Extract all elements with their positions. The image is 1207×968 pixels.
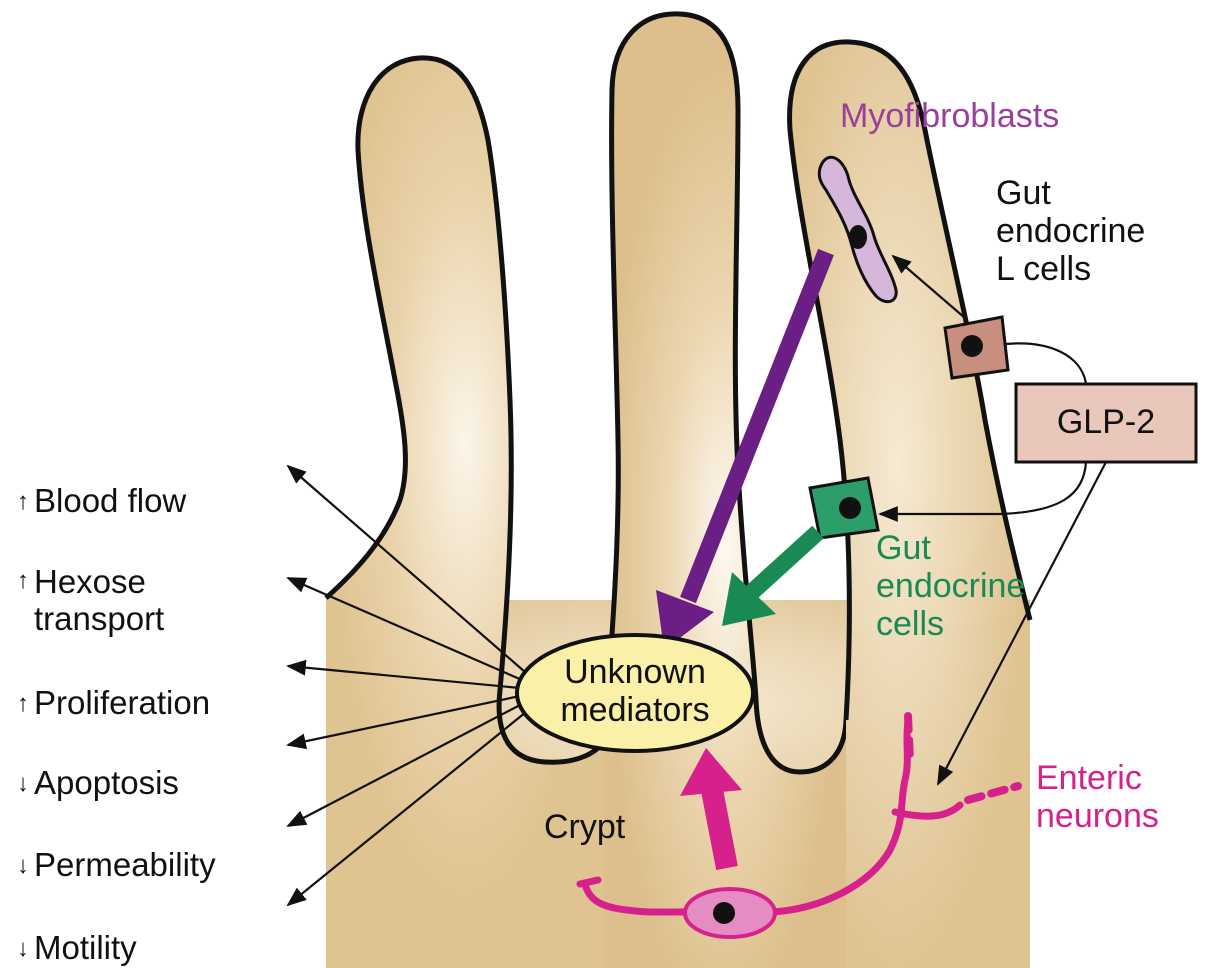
outcome-motility: ↓Motility	[14, 893, 137, 967]
outcome-text: Permeability	[34, 846, 216, 883]
outcome-hexose-transport: ↑Hexose transport	[14, 527, 164, 638]
glp2-label: GLP-2	[1016, 403, 1196, 441]
up-arrow-icon: ↑	[14, 568, 32, 595]
up-arrow-icon: ↑	[14, 489, 32, 516]
outcome-text: Hexose transport	[34, 564, 164, 638]
gut-endocrine-cells-label: Gut endocrine cells	[876, 529, 1025, 643]
gut-endocrine-l-cells-label: Gut endocrine L cells	[996, 174, 1145, 288]
crypt-label: Crypt	[544, 808, 625, 846]
outcome-text: Apoptosis	[34, 764, 179, 801]
neuron-nucleus	[713, 902, 735, 924]
outcome-blood-flow: ↑Blood flow	[14, 446, 186, 520]
outcome-text: Motility	[34, 929, 137, 966]
outcome-text: Proliferation	[34, 684, 210, 721]
up-arrow-icon: ↑	[14, 691, 32, 718]
glp2-release-curve-top	[1006, 343, 1086, 384]
down-arrow-icon: ↓	[14, 936, 32, 963]
gut-endocrine-cell	[810, 478, 878, 538]
outcome-permeability: ↓Permeability	[14, 810, 216, 884]
down-arrow-icon: ↓	[14, 771, 32, 798]
enteric-neurons-label: Enteric neurons	[1036, 759, 1159, 835]
outcome-apoptosis: ↓Apoptosis	[14, 728, 179, 802]
myofibroblasts-label: Myofibroblasts	[840, 97, 1059, 135]
down-arrow-icon: ↓	[14, 853, 32, 880]
outcome-proliferation: ↑Proliferation	[14, 648, 210, 722]
l-cell	[945, 317, 1008, 378]
outcome-text: Blood flow	[34, 482, 186, 519]
unknown-mediators-label: Unknown mediators	[517, 653, 753, 729]
